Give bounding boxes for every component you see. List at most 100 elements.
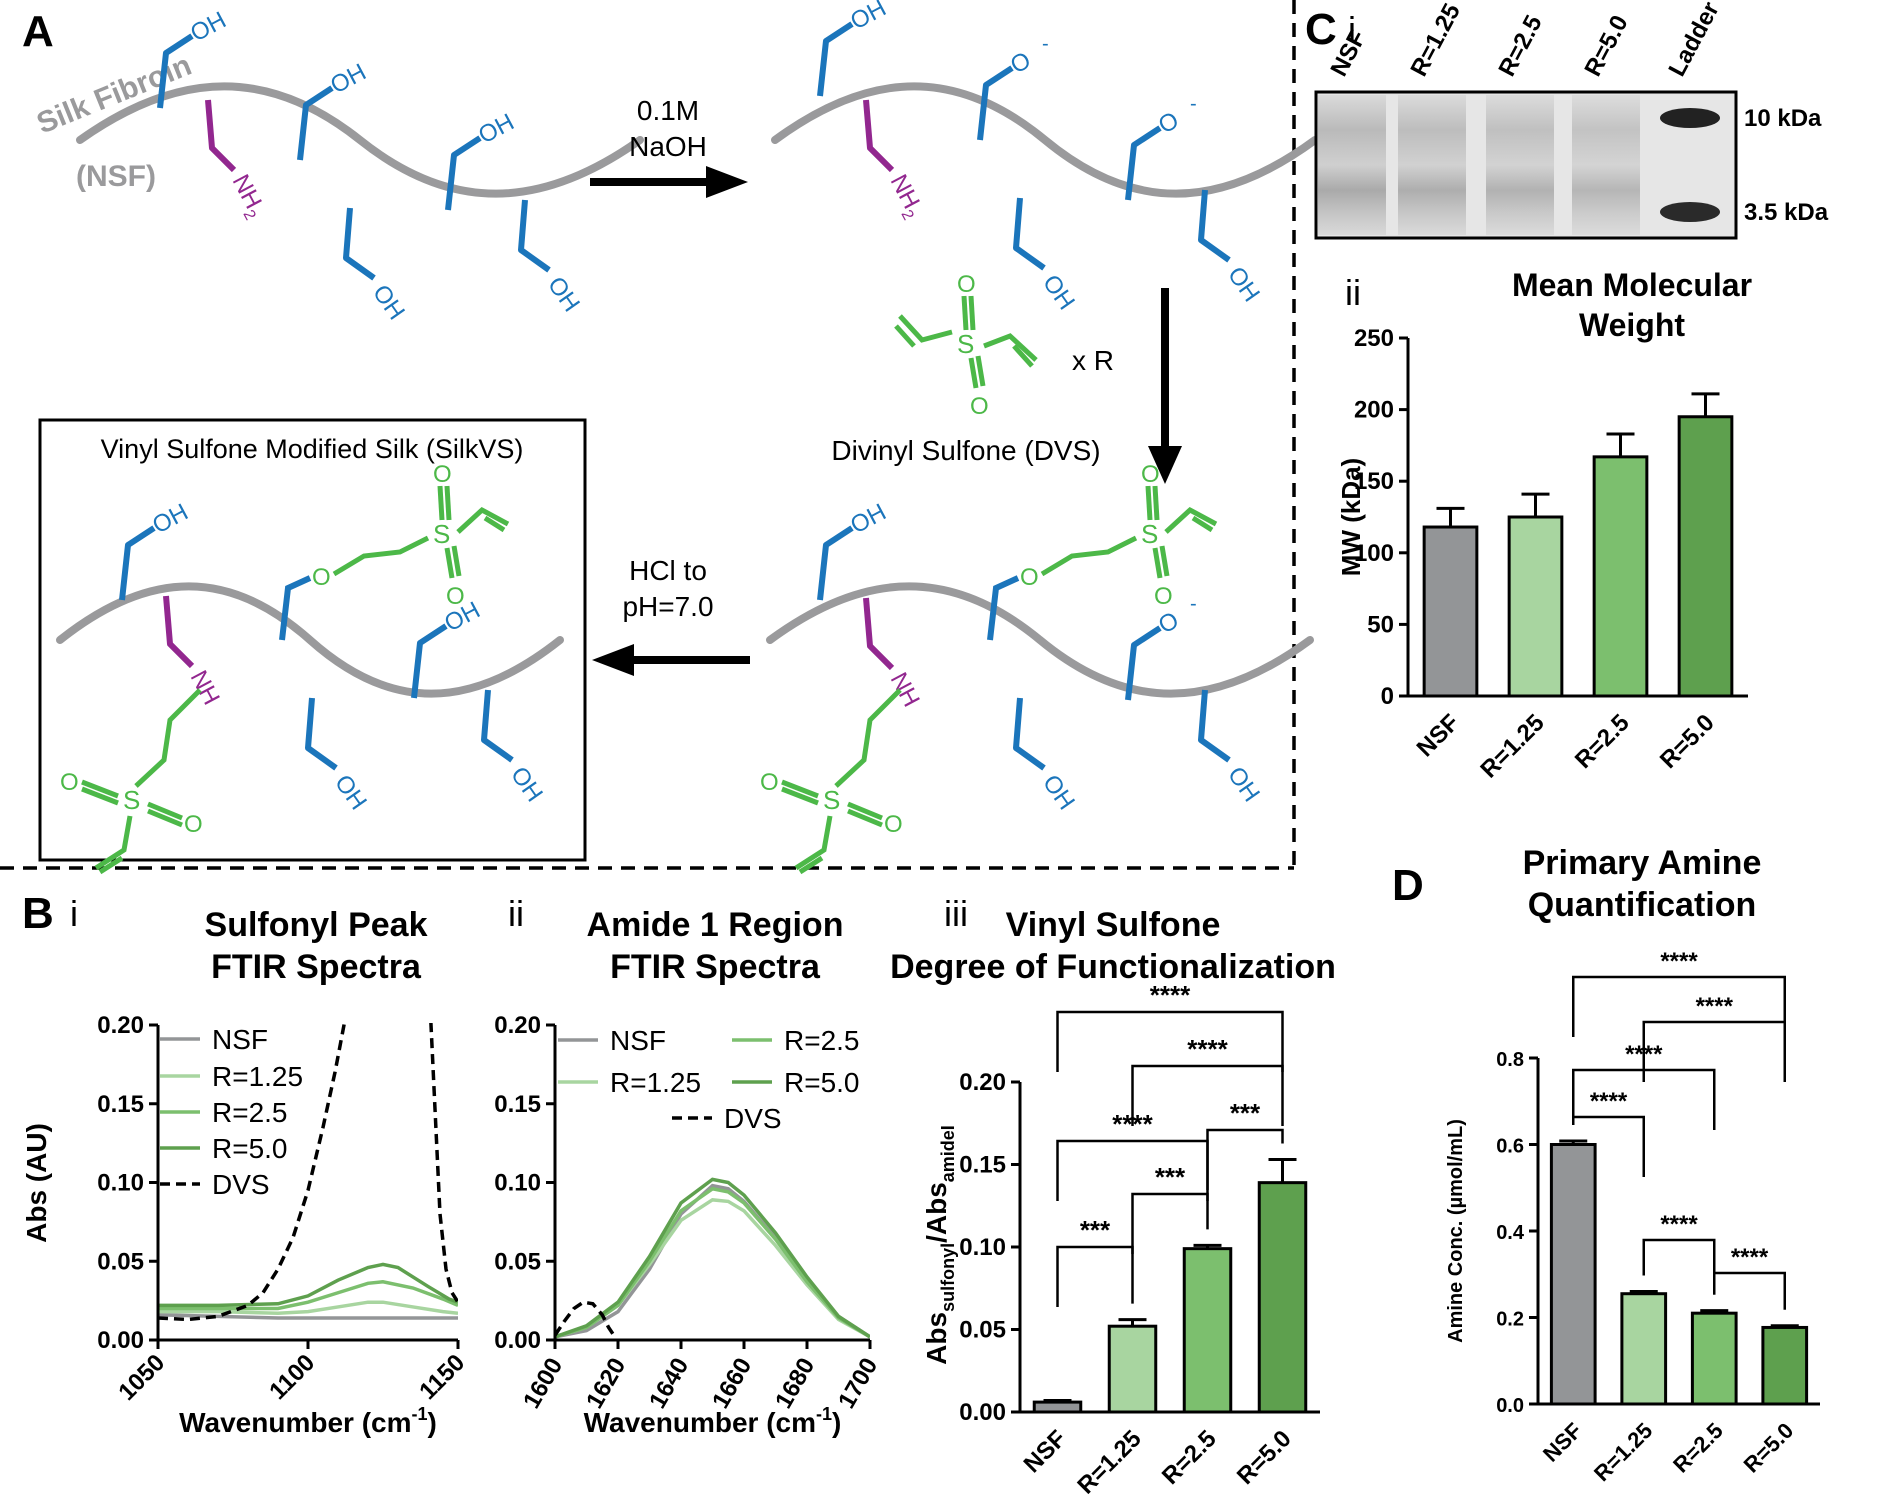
- significance-label: ****: [1150, 980, 1191, 1010]
- x-tick-label: R=2.5: [1157, 1425, 1222, 1490]
- ether-o: O: [1020, 564, 1039, 591]
- sulfonyl-bond: [1152, 547, 1163, 579]
- dvs-sulfonyl-bond: [961, 295, 969, 331]
- bar-r50: [1257, 1181, 1308, 1414]
- product-box: [38, 418, 587, 862]
- x-tick-label: R=1.25: [1072, 1425, 1146, 1497]
- significance-label: ***: [1080, 1215, 1111, 1245]
- sulfonyl-bond: [437, 485, 445, 521]
- hydroxyl-label: OH: [505, 762, 548, 807]
- y-axis-label: Abs (AU): [21, 1123, 52, 1243]
- legend-label: R=2.5: [212, 1097, 288, 1128]
- dvs-vinyl: [983, 333, 1038, 362]
- hydroxyl-bond: [817, 21, 854, 97]
- series-line-r25: [555, 1186, 870, 1339]
- legend-label: NSF: [212, 1024, 268, 1055]
- x-tick-label: 1640: [644, 1354, 694, 1414]
- panel-label-d: D: [1392, 861, 1424, 910]
- y-tick-label: 0.2: [1496, 1309, 1524, 1331]
- legend-label: R=5.0: [784, 1067, 860, 1098]
- gel-lane-label: R=5.0: [1579, 11, 1633, 81]
- step1-reagent: 0.1M: [637, 95, 699, 126]
- amine-bond: [205, 99, 237, 173]
- y-tick-label: 50: [1367, 611, 1394, 638]
- arrowhead: [706, 166, 748, 198]
- sulfonyl-o: O: [1141, 461, 1160, 488]
- dvs-vinyl: [898, 314, 953, 343]
- y-tick-label: 0.10: [97, 1170, 144, 1197]
- hydroxyl-bond: [977, 65, 1014, 141]
- hydroxyl-label: OH: [1222, 762, 1265, 807]
- chart-title: Vinyl Sulfone: [1006, 906, 1221, 944]
- hydroxyl-bond: [1198, 189, 1231, 263]
- y-tick-label: 0.20: [959, 1069, 1006, 1096]
- charge-label: -: [1042, 33, 1049, 55]
- significance-label: ****: [1696, 993, 1734, 1020]
- sulfonyl-bond: [444, 485, 452, 521]
- y-tick-label: 0.4: [1496, 1222, 1525, 1244]
- gel-lane-label: Ladder: [1663, 0, 1724, 81]
- y-tick-label: 0.15: [97, 1091, 144, 1118]
- y-tick-label: 0.20: [494, 1012, 541, 1039]
- ethyl-linker: [834, 688, 902, 788]
- gel-lane-label: R=2.5: [1493, 11, 1547, 81]
- x-tick-label: NSF: [1412, 709, 1465, 762]
- x-tick-label: 1050: [113, 1349, 170, 1406]
- chart-title: Degree of Functionalization: [890, 948, 1336, 986]
- dvs-sulfonyl-o: O: [970, 393, 989, 420]
- amine-label: NH: [885, 668, 925, 711]
- sulfonyl-bond: [781, 786, 819, 806]
- silk-backbone: [56, 582, 564, 698]
- x-axis-label: Wavenumber (cm-1): [584, 1404, 842, 1438]
- bar-r125: [1620, 1292, 1668, 1406]
- dvs-sulfonyl-s: S: [957, 329, 974, 359]
- hydroxyl-label: OH: [367, 280, 410, 325]
- bar-r25: [1690, 1311, 1738, 1406]
- ethyl-linker: [1040, 535, 1138, 577]
- x-tick-label: NSF: [1019, 1425, 1072, 1478]
- bar-nsf: [1422, 525, 1479, 698]
- y-tick-label: 0.8: [1496, 1049, 1524, 1071]
- ether-bond: [987, 575, 1020, 641]
- hydroxyl-label: OH: [326, 59, 370, 100]
- step3-reagent: pH=7.0: [622, 591, 713, 622]
- product-title: Vinyl Sulfone Modified Silk (SilkVS): [101, 434, 524, 464]
- hydroxyl-bond: [343, 207, 376, 281]
- hydroxyl-bond: [817, 525, 854, 601]
- dvs-sulfonyl-o: O: [957, 271, 976, 298]
- arrowhead: [592, 644, 634, 676]
- significance-bracket: [1713, 1271, 1786, 1310]
- significance-label: ****: [1187, 1034, 1228, 1064]
- sulfonyl-o: O: [184, 811, 203, 838]
- x-tick-label: R=2.5: [1570, 709, 1635, 774]
- hydroxyl-label: OH: [1222, 262, 1265, 307]
- sulfonyl-bond: [1145, 485, 1153, 521]
- hydroxyl-bond: [297, 85, 334, 161]
- series-line-r25: [158, 1279, 458, 1311]
- bar-r25: [1592, 455, 1649, 698]
- y-tick-label: 0.15: [494, 1091, 541, 1118]
- amine-label: NH: [185, 666, 225, 709]
- significance-bracket: [1131, 1064, 1284, 1126]
- vinyl-double-bond: [1191, 515, 1214, 533]
- chart-title: Amide 1 Region: [587, 906, 844, 944]
- legend-label: R=5.0: [212, 1133, 288, 1164]
- sulfonyl-o: O: [1154, 583, 1173, 610]
- hydroxyl-bond: [1013, 697, 1046, 771]
- y-tick-label: 0.00: [97, 1327, 144, 1354]
- dvs-sulfonyl-bond: [968, 357, 979, 389]
- sulfonyl-bond: [81, 779, 119, 799]
- gel-lane-label: R=1.25: [1405, 0, 1465, 81]
- y-tick-label: 0.15: [959, 1152, 1006, 1179]
- x-tick-label: 1150: [414, 1349, 470, 1405]
- gel-lane: [1398, 95, 1466, 235]
- sulfonyl-bond: [781, 779, 819, 799]
- dvs-name: Divinyl Sulfone (DVS): [831, 435, 1100, 466]
- hydroxyl-bond: [1125, 625, 1162, 701]
- amine-bond: [863, 597, 895, 671]
- y-tick-label: 0.05: [959, 1317, 1006, 1344]
- dvs-double-bond: [1012, 344, 1034, 368]
- panel-label-b-ii: ii: [508, 893, 524, 934]
